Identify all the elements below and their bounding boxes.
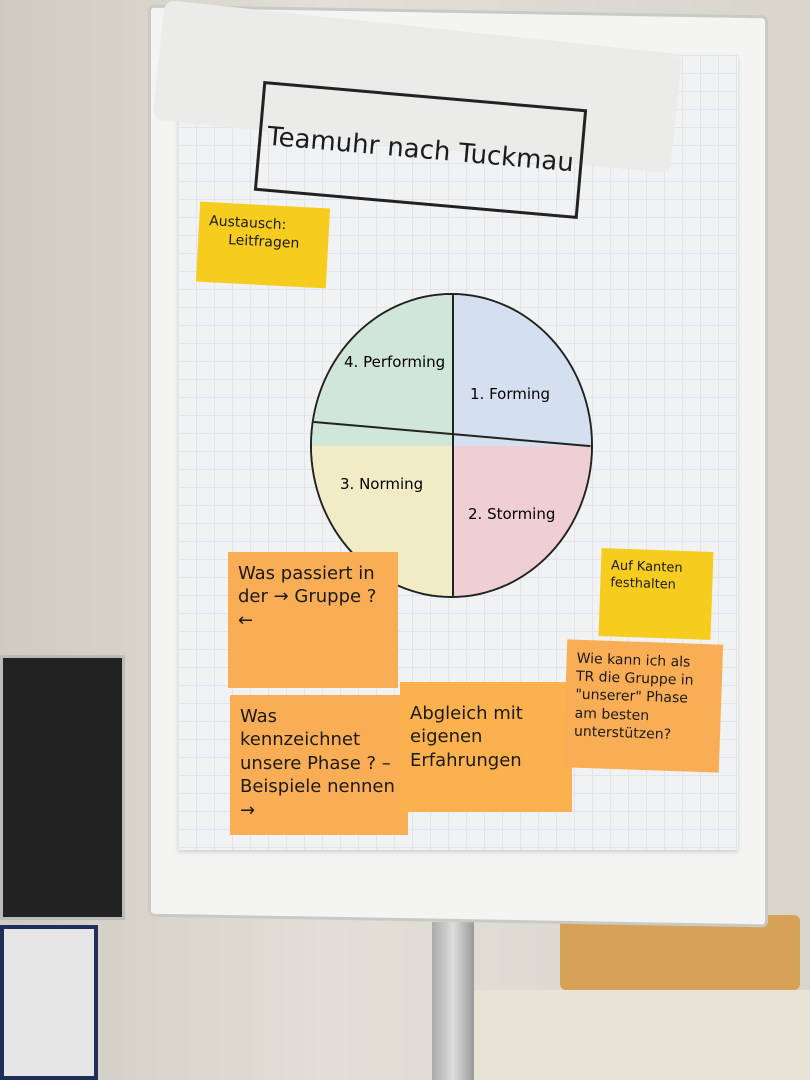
quadrant-forming	[451, 295, 591, 446]
quadrant-performing	[312, 295, 452, 446]
cabinet	[0, 925, 98, 1080]
sticky-note-austausch: Austausch: Leitfragen	[195, 201, 331, 289]
sticky-note-kennzeichnet: Was kennzeichnet unsere Phase ? – Beispi…	[230, 695, 408, 835]
title-text: Teamuhr nach Tuckmau	[265, 121, 576, 179]
sticky-note-kanten: Auf Kanten festhalten	[598, 548, 714, 640]
sticky-note-tr: Wie kann ich als TR die Gruppe in "unser…	[562, 639, 724, 773]
table	[470, 990, 810, 1080]
equipment-case	[0, 655, 125, 920]
sticky-note-abgleich: Abgleich mit eigenen Erfahrungen	[400, 682, 572, 812]
label-norming: 3. Norming	[340, 475, 424, 493]
label-forming: 1. Forming	[470, 385, 551, 403]
flipchart-stand	[432, 922, 474, 1080]
sticky-note-passiert: Was passiert in der → Gruppe ? ←	[228, 552, 398, 688]
label-storming: 2. Storming	[468, 505, 556, 523]
label-performing: 4. Performing	[344, 353, 446, 371]
quadrant-storming	[451, 445, 591, 596]
team-clock: 4. Performing 1. Forming 3. Norming 2. S…	[310, 293, 593, 598]
chair	[560, 915, 800, 990]
